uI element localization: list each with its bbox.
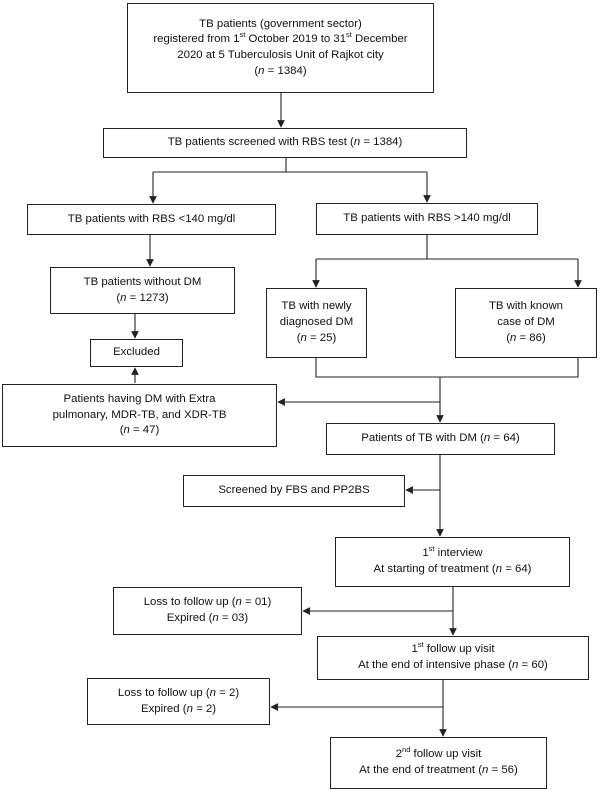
box-registered-line-2: registered from 1st October 2019 to 31st… — [153, 30, 408, 46]
box-loss2-line-2: Expired (n = 2) — [140, 702, 217, 715]
box-without-dm: TB patients without DM (n = 1273) — [50, 267, 235, 314]
box-interview1-line-2: At starting of treatment (n = 64) — [373, 563, 532, 575]
box-loss2-line-1: Loss to follow up (n = 2) — [117, 686, 240, 699]
box-without-dm-line-2: (n = 1273) — [116, 291, 169, 304]
box-followup1-line-2: At the end of intensive phase (n = 60) — [358, 659, 548, 671]
box-rbs-high: TB patients with RBS >140 mg/dl — [316, 203, 538, 235]
box-fbs-line-1: Screened by FBS and PP2BS — [218, 484, 370, 497]
box-excluded-line-1: Excluded — [113, 346, 160, 359]
box-loss2: Loss to follow up (n = 2) Expired (n = 2) — [87, 678, 270, 725]
box-extra-pulmonary-line-2: pulmonary, MDR-TB, and XDR-TB — [52, 408, 227, 421]
connector-rbs-high-split — [316, 235, 578, 260]
box-screened-rbs-line-1: TB patients screened with RBS test (n = … — [167, 136, 403, 149]
box-known-dm: TB with known case of DM (n = 86) — [455, 288, 597, 358]
box-rbs-low: TB patients with RBS <140 mg/dl — [27, 204, 276, 235]
box-known-dm-line-3: (n = 86) — [506, 331, 546, 344]
box-newly-dm-line-3: (n = 25) — [296, 331, 337, 344]
box-extra-pulmonary-line-1: Patients having DM with Extra — [63, 392, 216, 405]
box-registered-line-3: 2020 at 5 Tuberculosis Unit of Rajkot ci… — [177, 49, 384, 61]
box-extra-pulmonary: Patients having DM with Extra pulmonary, … — [2, 384, 277, 447]
box-registered-line-1: TB patients (government sector) — [199, 17, 362, 30]
box-without-dm-line-1: TB patients without DM — [83, 275, 202, 288]
box-followup2-line-2: At the end of treatment (n = 56) — [359, 764, 518, 776]
box-tb-with-dm: Patients of TB with DM (n = 64) — [326, 423, 555, 455]
box-newly-dm-line-2: diagnosed DM — [279, 316, 354, 329]
box-registered-line-4: (n = 1384) — [254, 64, 307, 77]
box-followup2-line-1: 2nd follow up visit — [395, 745, 482, 761]
box-registered: TB patients (government sector)registere… — [127, 3, 434, 93]
box-loss1: Loss to follow up (n = 01) Expired (n = 0… — [113, 587, 302, 635]
box-extra-pulmonary-line-3: (n = 47) — [119, 424, 160, 437]
box-screened-rbs: TB patients screened with RBS test (n = … — [103, 128, 467, 158]
box-newly-dm-line-1: TB with newly — [281, 300, 352, 313]
box-tb-with-dm-line-1: Patients of TB with DM (n = 64) — [361, 432, 520, 445]
box-followup1-line-1: 1st follow up visit — [411, 640, 495, 656]
box-known-dm-line-1: TB with known — [488, 300, 564, 313]
connector-screened-split — [153, 158, 427, 173]
box-rbs-high-line-1: TB patients with RBS >140 mg/dl — [343, 212, 511, 225]
connector-dm-merge — [315, 358, 579, 378]
box-newly-dm: TB with newly diagnosed DM (n = 25) — [266, 288, 367, 358]
box-followup1: 1st follow up visit At the end of intensi… — [317, 636, 589, 680]
box-interview1: 1st interview At starting of treatment (n… — [335, 537, 570, 587]
box-loss1-line-1: Loss to follow up (n = 01) — [143, 596, 272, 609]
box-followup2: 2nd follow up visit At the end of treatme… — [330, 737, 547, 789]
box-loss1-line-2: Expired (n = 03) — [166, 612, 249, 624]
box-fbs: Screened by FBS and PP2BS — [183, 475, 405, 507]
box-rbs-low-line-1: TB patients with RBS <140 mg/dl — [67, 212, 236, 225]
box-interview1-line-1: 1st interview — [422, 544, 483, 560]
box-known-dm-line-2: case of DM — [497, 316, 555, 329]
box-excluded: Excluded — [90, 339, 183, 367]
